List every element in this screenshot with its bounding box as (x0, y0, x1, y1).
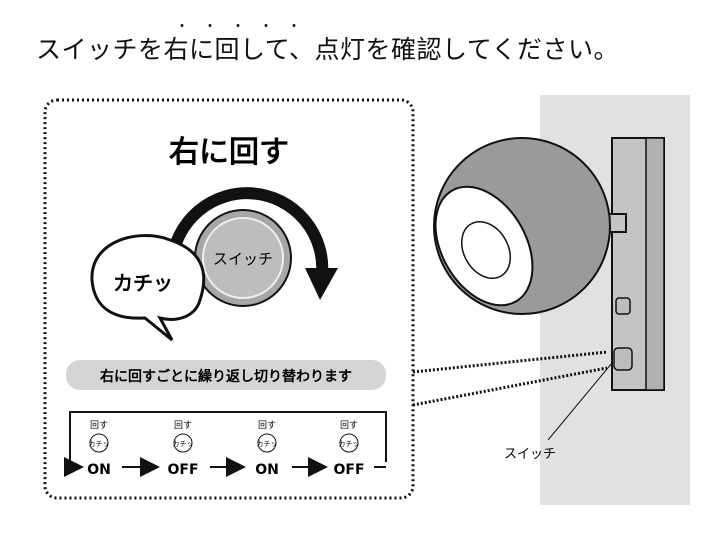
plate-screw (615, 297, 631, 315)
cycle-frame (69, 411, 387, 462)
instruction-text: スイッチを右に回して、点灯を確認してください。 (36, 35, 620, 64)
click-bubble-small (257, 433, 277, 453)
click-bubble-small (89, 433, 109, 453)
panel-heading: 右に回す (169, 135, 289, 170)
cycle-step-label: 回す (90, 420, 108, 431)
zoom-guide-bottom (412, 366, 608, 407)
cycle-state: OFF (167, 462, 198, 478)
cycle-click-text: カチッ (89, 440, 110, 448)
cycle-banner (66, 360, 386, 390)
switch-callout-line (547, 362, 613, 441)
click-bubble (90, 234, 206, 342)
rotation-arrowhead (305, 268, 338, 300)
switch-knob-face (202, 217, 284, 299)
zoom-guide-top (412, 350, 608, 374)
click-bubble-small (339, 433, 359, 453)
cycle-state: ON (87, 462, 111, 478)
click-sound-text: カチッ (113, 271, 173, 295)
cycle-click-text: カチッ (257, 440, 278, 448)
mounting-plate-side (645, 137, 665, 391)
switch-callout-label: スイッチ (504, 447, 556, 462)
rotation-arrow (166, 187, 329, 276)
lamp-bulb (461, 221, 511, 279)
knob-label: スイッチ (213, 250, 273, 268)
cycle-state: OFF (333, 462, 364, 478)
cycle-state: ON (255, 462, 279, 478)
cycle-click-text: カチッ (339, 440, 360, 448)
cycle-banner-text: 右に回すごとに繰り返し切り替わります (99, 368, 352, 385)
cycle-click-text: カチッ (173, 440, 194, 448)
click-bubble-small (173, 433, 193, 453)
cycle-step-label: 回す (174, 420, 192, 431)
cycle-step-label: 回す (340, 420, 358, 431)
emphasis-dots: ・・・・・ (175, 19, 315, 35)
panel-border (43, 98, 415, 500)
fixture-switch (613, 347, 633, 371)
cycle-step-label: 回す (258, 420, 276, 431)
